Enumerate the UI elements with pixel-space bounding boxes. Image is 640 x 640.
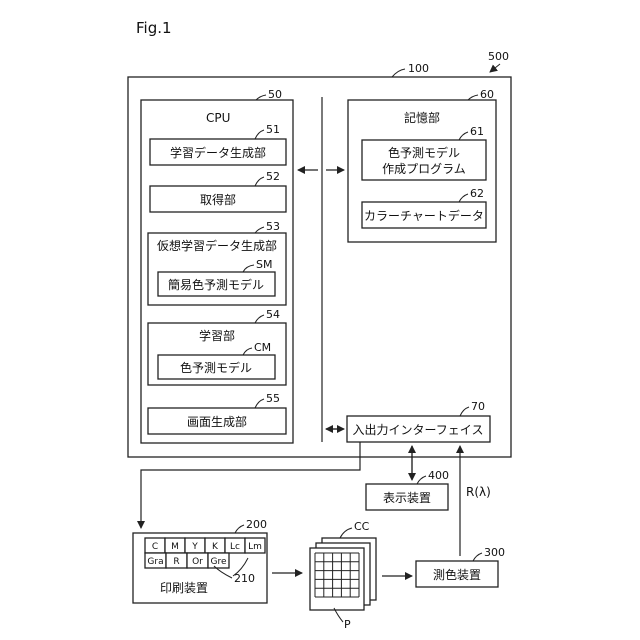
ink-ref: 210: [234, 572, 255, 585]
figure-label: Fig.1: [136, 19, 172, 37]
screen-generator-label: 画面生成部: [187, 414, 247, 429]
reflectance-signal-label: R(λ): [466, 485, 491, 499]
system-ref: 500: [488, 50, 509, 63]
simple-color-model-label: 簡易色予測モデル: [168, 277, 264, 292]
ink-row-1: CMYKLcLm: [145, 538, 265, 553]
program-label-line1: 色予測モデル: [388, 145, 460, 160]
ink-label: Gre: [210, 557, 226, 567]
colorimeter-ref: 300: [484, 546, 505, 559]
learning-unit-ref: 54: [266, 308, 280, 321]
storage-ref: 60: [480, 88, 494, 101]
ref-200-leader: [235, 525, 244, 533]
simple-color-model-ref: SM: [256, 258, 272, 271]
learning-unit-label: 学習部: [199, 328, 235, 343]
io-interface-label: 入出力インターフェイス: [353, 423, 484, 437]
ref-300-leader: [473, 553, 482, 561]
ink-label: M: [171, 542, 179, 552]
colorimeter-label: 測色装置: [433, 568, 481, 582]
virtual-learning-data-generator-ref: 53: [266, 220, 280, 233]
ink-label: Lm: [248, 542, 262, 552]
paper-ref: P: [344, 618, 351, 631]
ink-label: Y: [191, 542, 198, 552]
virtual-learning-data-generator-label: 仮想学習データ生成部: [157, 238, 277, 253]
color-chart-ref: CC: [354, 520, 370, 533]
color-chart-data-label: カラーチャートデータ: [364, 208, 484, 223]
printer-ref: 200: [246, 518, 267, 531]
ink-label: C: [152, 542, 158, 552]
cpu-title: CPU: [206, 111, 230, 125]
ink-row-2: Gra R Or Gre: [145, 553, 229, 568]
display-label: 表示装置: [383, 491, 431, 505]
device-ref: 100: [408, 62, 429, 75]
ref-400-leader: [417, 476, 426, 484]
color-model-ref: CM: [254, 341, 271, 354]
acquisition-unit-ref: 52: [266, 170, 280, 183]
learning-data-generator-label: 学習データ生成部: [170, 145, 266, 160]
printer-label: 印刷装置: [160, 581, 208, 595]
program-ref: 61: [470, 125, 484, 138]
ink-label: Or: [192, 557, 203, 567]
system-ref-arrow: [490, 64, 500, 72]
ink-label: Gra: [147, 557, 163, 567]
io-interface-ref: 70: [471, 400, 485, 413]
acquisition-unit-label: 取得部: [200, 192, 236, 207]
screen-generator-ref: 55: [266, 392, 280, 405]
color-model-label: 色予測モデル: [180, 360, 252, 375]
device-ref-leader: [392, 69, 405, 77]
learning-data-generator-ref: 51: [266, 123, 280, 136]
cpu-ref: 50: [268, 88, 282, 101]
display-ref: 400: [428, 469, 449, 482]
storage-title: 記憶部: [404, 110, 440, 125]
color-chart-data-ref: 62: [470, 187, 484, 200]
ink-label: R: [173, 557, 179, 567]
cc-leader: [340, 528, 352, 538]
ink-label: Lc: [230, 542, 240, 552]
program-label-line2: 作成プログラム: [382, 162, 466, 176]
